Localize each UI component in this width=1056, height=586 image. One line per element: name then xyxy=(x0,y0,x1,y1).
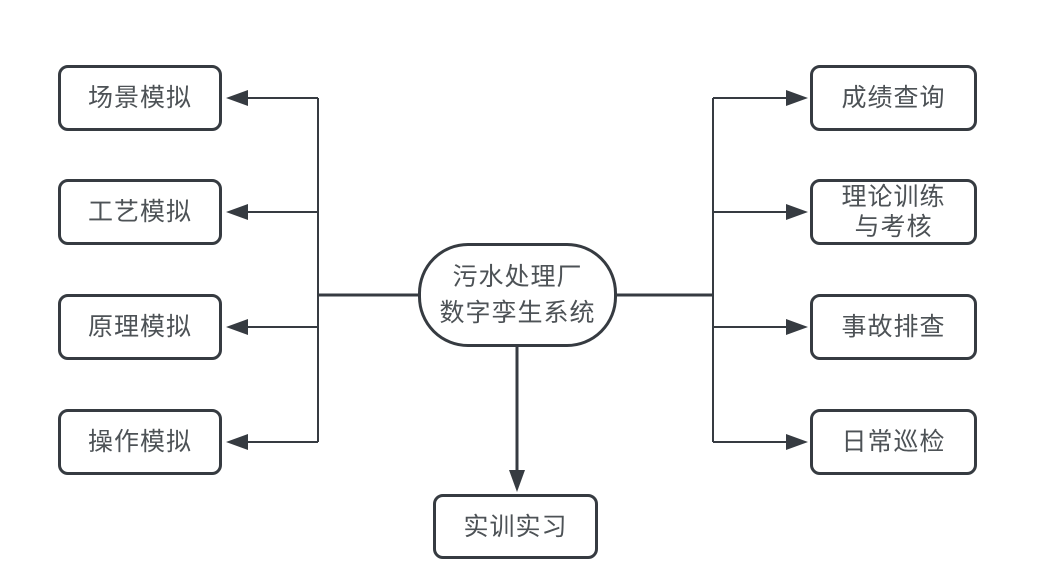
node-scene-simulation: 场景模拟 xyxy=(58,65,222,131)
arrowhead-right-icon xyxy=(786,319,808,335)
node-score-query: 成绩查询 xyxy=(810,65,977,131)
arrowhead-left-icon xyxy=(226,434,248,450)
node-principle-simulation: 原理模拟 xyxy=(58,294,222,360)
node-central-digital-twin-system: 污水处理厂 数字孪生系统 xyxy=(418,243,617,347)
node-operation-simulation: 操作模拟 xyxy=(58,409,222,475)
arrowhead-left-icon xyxy=(226,204,248,220)
node-daily-inspection: 日常巡检 xyxy=(810,409,977,475)
left-connector-group xyxy=(226,90,418,450)
arrowhead-right-icon xyxy=(786,204,808,220)
arrowhead-left-icon xyxy=(226,90,248,106)
bottom-connector-group xyxy=(509,347,525,492)
arrowhead-down-icon xyxy=(509,470,525,492)
arrowhead-right-icon xyxy=(786,90,808,106)
node-practical-training: 实训实习 xyxy=(433,494,598,559)
node-process-simulation: 工艺模拟 xyxy=(58,179,222,245)
arrowhead-left-icon xyxy=(226,319,248,335)
arrowhead-right-icon xyxy=(786,434,808,450)
node-accident-troubleshooting: 事故排查 xyxy=(810,294,977,360)
node-theory-training-assessment: 理论训练 与考核 xyxy=(810,179,977,245)
right-connector-group xyxy=(617,90,808,450)
